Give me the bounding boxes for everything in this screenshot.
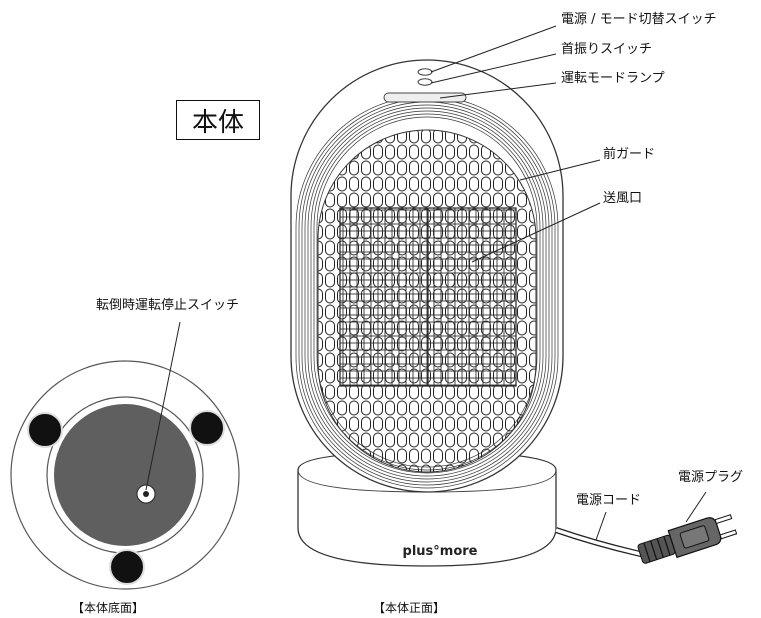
leader-tip-over-switch bbox=[145, 321, 181, 491]
leader-mode-lamp bbox=[439, 82, 557, 99]
leader-power-plug bbox=[685, 491, 707, 523]
label-mode-lamp: 運転モードランプ bbox=[561, 71, 665, 86]
label-power-mode-switch: 電源 / モード切替スイッチ bbox=[561, 12, 717, 27]
leader-power-cord bbox=[595, 511, 607, 541]
brand-logo: plus°more bbox=[402, 544, 478, 559]
label-tip-over-switch: 転倒時運転停止スイッチ bbox=[96, 298, 240, 313]
power-plug bbox=[637, 514, 738, 564]
swing-switch bbox=[417, 78, 433, 86]
bottom-view bbox=[10, 360, 240, 590]
caption-front-view: 【本体正面】 bbox=[373, 601, 446, 615]
leader-swing-switch bbox=[430, 53, 557, 84]
tip-over-switch-dot bbox=[143, 491, 149, 497]
foot-right bbox=[189, 410, 225, 446]
leader-lines bbox=[145, 25, 707, 541]
label-swing-switch: 首振りスイッチ bbox=[561, 42, 653, 57]
label-power-plug: 電源プラグ bbox=[678, 470, 744, 485]
mode-lamp bbox=[383, 92, 467, 103]
leader-front-guard bbox=[519, 159, 601, 181]
foot-bottom bbox=[109, 549, 145, 585]
caption-bottom-view: 【本体底面】 bbox=[72, 601, 145, 615]
base-pad bbox=[54, 404, 196, 546]
leader-air-outlet bbox=[471, 202, 601, 263]
label-power-cord: 電源コード bbox=[576, 493, 642, 508]
leader-power-mode-switch bbox=[430, 25, 557, 73]
label-air-outlet: 送風口 bbox=[603, 191, 643, 206]
front-view bbox=[290, 59, 738, 567]
label-front-guard: 前ガード bbox=[603, 147, 656, 162]
power-mode-switch bbox=[417, 68, 433, 76]
page-title: 本体 bbox=[176, 100, 260, 140]
foot-left bbox=[27, 412, 63, 448]
